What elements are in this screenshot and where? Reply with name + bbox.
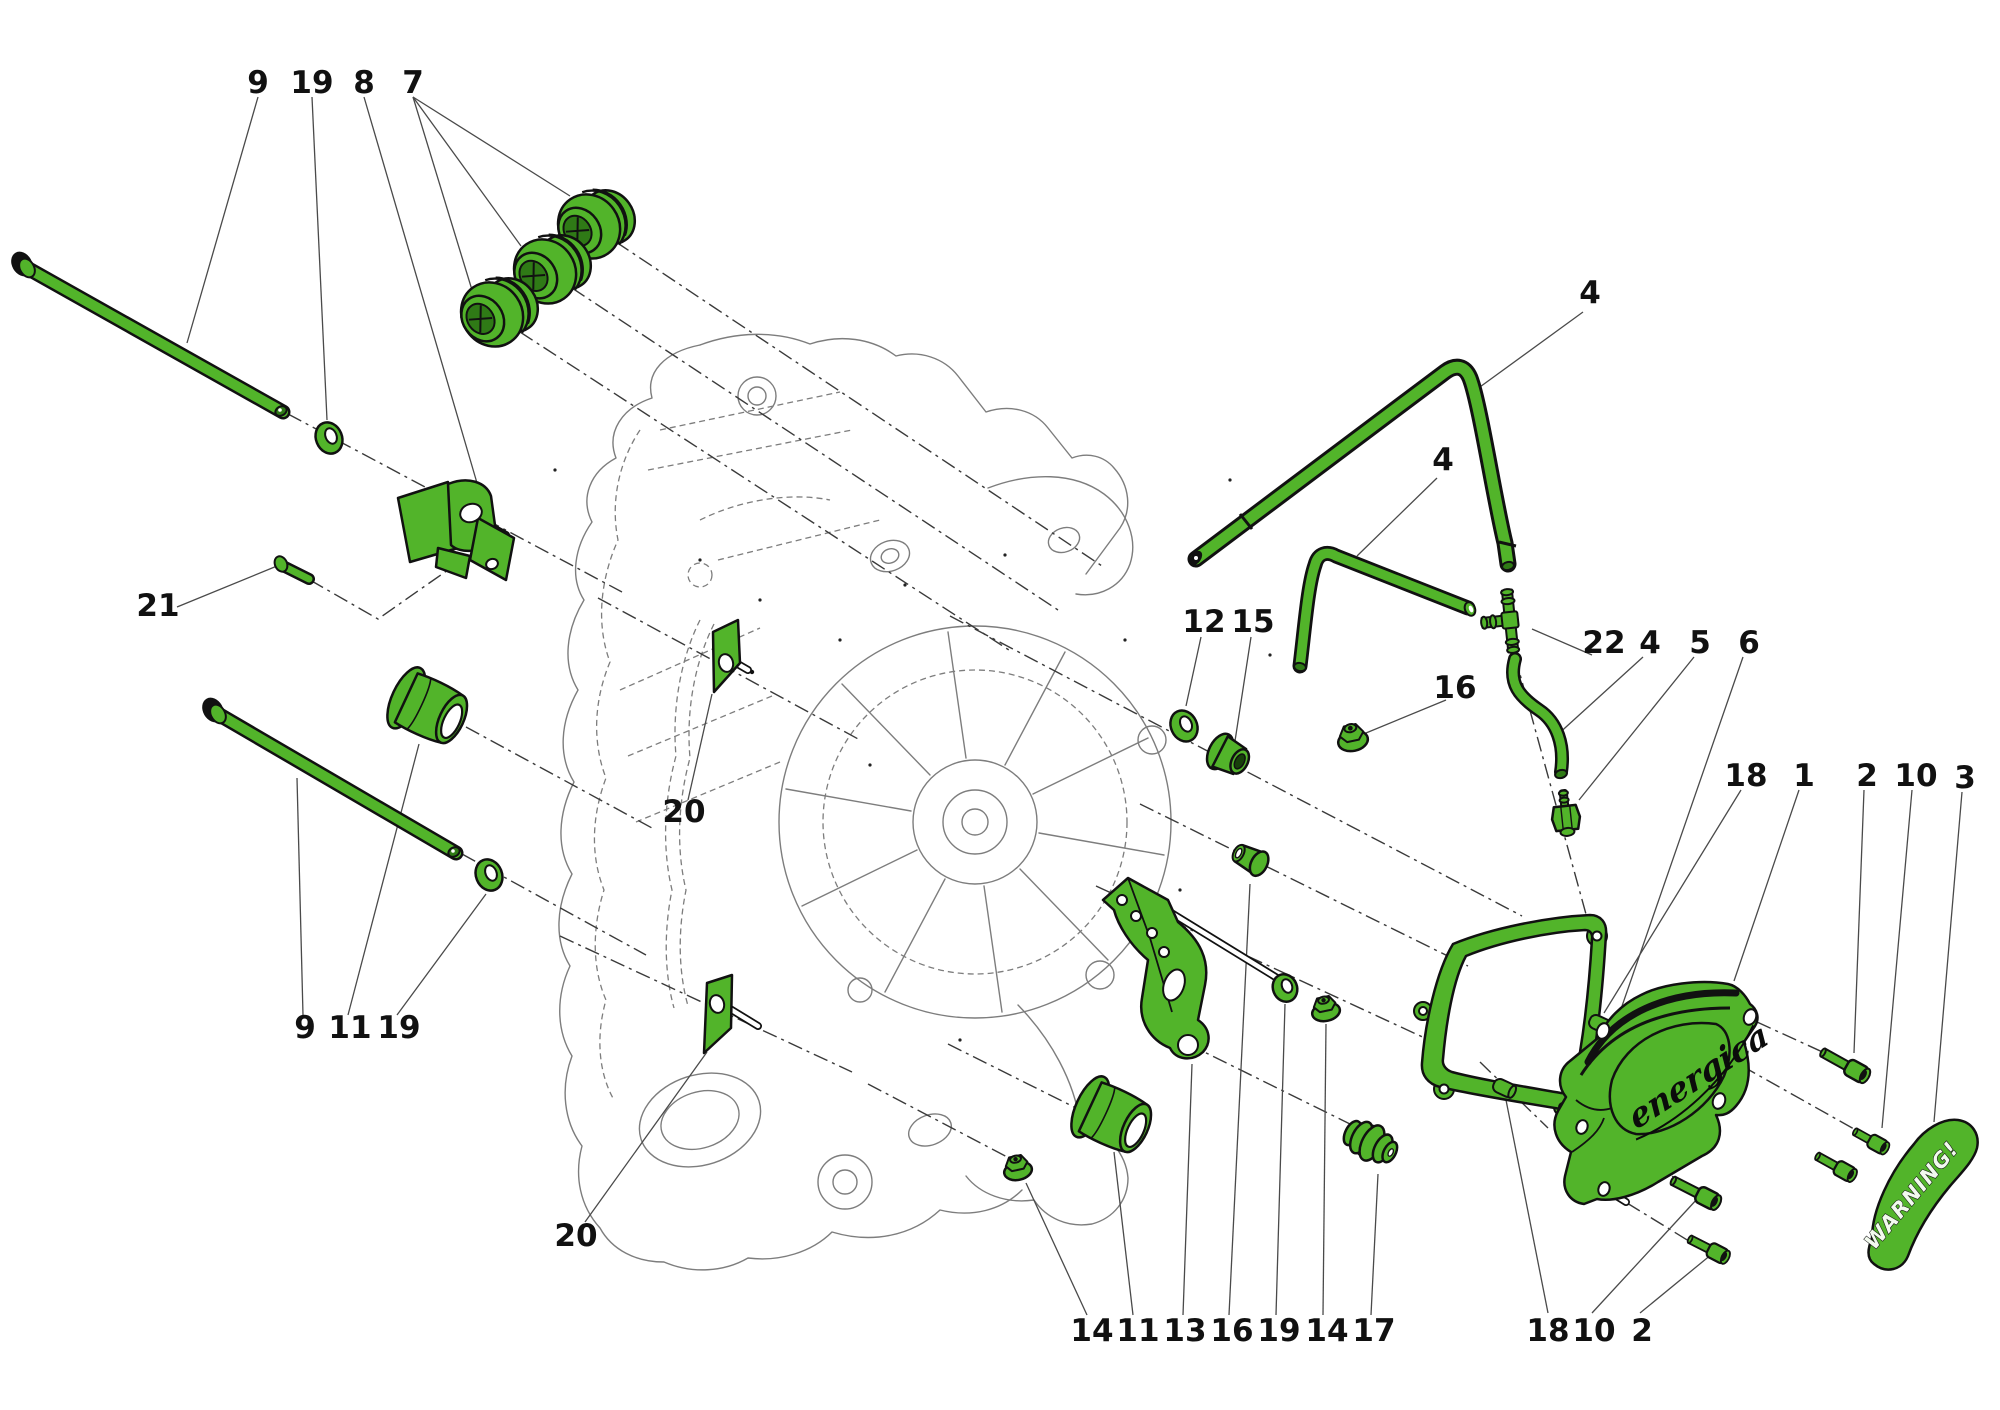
washer-19-upper (314, 421, 344, 455)
callout-3: 3 (1954, 760, 1976, 796)
callout-2: 2 (1631, 1313, 1653, 1349)
callout-2: 2 (1856, 758, 1878, 794)
callout-9: 9 (294, 1010, 316, 1046)
flange-nut-16-top (1336, 722, 1370, 753)
callout-22: 22 (1582, 625, 1625, 661)
speckles (553, 468, 1272, 1042)
callout-16: 16 (1433, 670, 1476, 706)
tie-rod-9-lower (202, 697, 464, 861)
callout-11: 11 (328, 1010, 371, 1046)
callout-14: 14 (1305, 1313, 1348, 1349)
callout-18: 18 (1526, 1313, 1569, 1349)
callout-12: 12 (1182, 604, 1225, 640)
vent-hose-4-drain (1506, 652, 1569, 780)
callout-9: 9 (247, 65, 269, 101)
tee-fitting-22 (1480, 588, 1521, 654)
flange-nut-14-right (1310, 994, 1342, 1023)
bracket-13 (1101, 876, 1210, 1060)
callout-19: 19 (1257, 1313, 1300, 1349)
tie-rod-9-upper (11, 251, 291, 420)
callout-6: 6 (1738, 625, 1760, 661)
washer-19-mid (474, 858, 504, 892)
washer-19-right (1271, 973, 1299, 1003)
callout-13: 13 (1163, 1313, 1206, 1349)
bolt-10-a (1851, 1127, 1891, 1156)
callout-4: 4 (1579, 275, 1601, 311)
plug-16-bottom (1231, 843, 1270, 878)
leader-lines (176, 96, 1963, 1316)
callout-4: 4 (1432, 442, 1454, 478)
bolt-10-b (1669, 1175, 1723, 1211)
grommet-7-group (459, 188, 637, 348)
callout-19: 19 (377, 1010, 420, 1046)
plate-20-lower (702, 973, 734, 1055)
bushing-11-upper (386, 666, 469, 745)
callout-20: 20 (662, 794, 705, 830)
callout-16: 16 (1210, 1313, 1253, 1349)
callout-10: 10 (1894, 758, 1937, 794)
ribbed-plug-17 (1342, 1119, 1399, 1164)
callout-8: 8 (353, 65, 375, 101)
callout-20: 20 (554, 1218, 597, 1254)
callout-14: 14 (1070, 1313, 1113, 1349)
callout-15: 15 (1231, 604, 1274, 640)
washer-12 (1169, 709, 1199, 743)
gearbox-cover-1: energica (1553, 980, 1774, 1206)
vent-hose-4-large (1187, 358, 1517, 573)
callout-1: 1 (1793, 758, 1815, 794)
callout-5: 5 (1689, 625, 1711, 661)
callout-7: 7 (402, 65, 424, 101)
bushing-11-lower (1070, 1075, 1153, 1154)
oil-plug-15 (1205, 732, 1251, 776)
vent-hose-4-small (1292, 545, 1477, 674)
bracket-8 (396, 479, 516, 582)
ghost-gearbox-housing (558, 333, 1172, 1271)
flange-nut-14-left (1002, 1153, 1034, 1182)
callout-10: 10 (1572, 1313, 1615, 1349)
callout-18: 18 (1724, 758, 1767, 794)
bleed-valve-5 (1550, 788, 1582, 837)
grommet-7a (459, 276, 540, 348)
callout-21: 21 (136, 588, 179, 624)
callout-11: 11 (1116, 1313, 1159, 1349)
plate-20-upper (711, 618, 742, 694)
bolt-2-a (1819, 1047, 1872, 1085)
callout-19: 19 (290, 65, 333, 101)
callout-4: 4 (1639, 625, 1661, 661)
bolt-21 (273, 555, 315, 585)
pin-18-a (1492, 1077, 1518, 1099)
ghost-spokes (785, 631, 1165, 1013)
callout-17: 17 (1352, 1313, 1395, 1349)
bolt-2-b (1814, 1151, 1858, 1183)
bolt-2-c (1686, 1234, 1731, 1265)
